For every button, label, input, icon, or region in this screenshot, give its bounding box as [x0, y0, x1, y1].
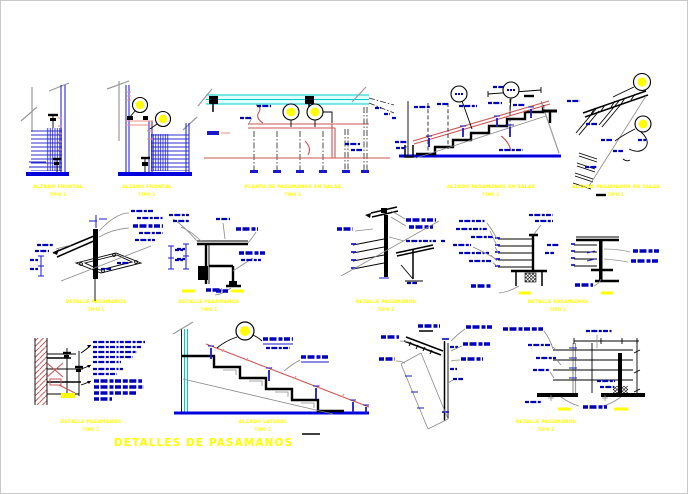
panel-detalle-iso-drawing [379, 324, 492, 430]
callout-balloon-icon [612, 72, 652, 98]
callout-balloon-icon [306, 103, 333, 127]
panel-detalle-4-drawing [453, 213, 559, 295]
panel-detalle-3-drawing [337, 206, 446, 285]
panel-alzado-frontal-2-drawing [106, 80, 198, 176]
callout-balloon-icon [450, 85, 473, 130]
panel-alzado-pasamanos-salas-drawing [395, 81, 561, 159]
callout-balloon-icon [502, 81, 520, 112]
panel-detalle-muro-drawing [34, 338, 145, 405]
panel-alzado-frontal-1-drawing [20, 82, 70, 176]
panel-alzado-pasamanos-salas-iso-drawing [567, 72, 652, 197]
panel-detalle-5-drawing [503, 327, 645, 411]
panel-detalle-1-drawing [30, 209, 183, 301]
callout-balloon-icon [614, 115, 652, 152]
panel-detalle-banco-drawing [571, 236, 659, 295]
panel-detalle-2-drawing [169, 213, 265, 296]
callout-balloon-icon [282, 103, 300, 127]
panel-alzado-lateral-drawing [172, 321, 370, 415]
panel-planta-pasamanos-drawing [197, 86, 397, 173]
sheet-title: DETALLES DE PASAMANOS [114, 437, 294, 449]
callout-balloon-icon [128, 96, 149, 119]
callout-balloon-icon [149, 110, 172, 130]
callout-balloon-icon [216, 321, 263, 349]
